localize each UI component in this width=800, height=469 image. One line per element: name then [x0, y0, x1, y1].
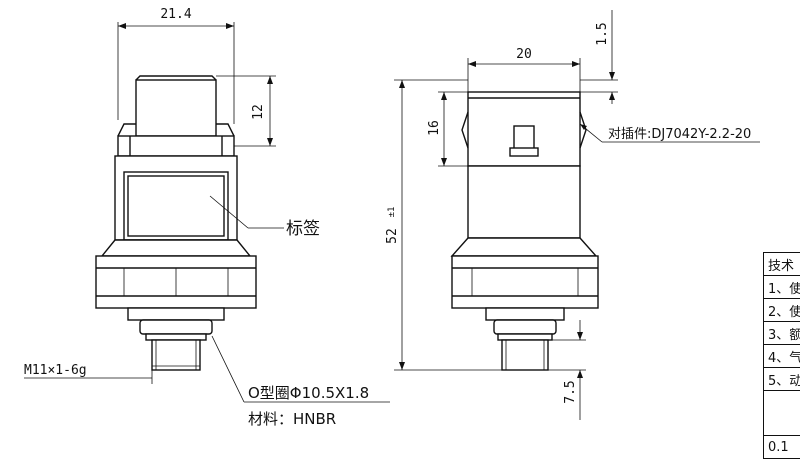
dim-overall-tolerance: ±1 [387, 207, 397, 218]
right-body [467, 165, 581, 239]
left-taper [100, 239, 252, 257]
dim-height-connector-left: 12 [251, 104, 266, 120]
thread-spec-label: M11×1-6g [24, 363, 87, 378]
spec-row: 3、额 [762, 321, 800, 345]
left-view [24, 22, 390, 403]
label-frame-inner [127, 175, 225, 237]
right-thread [501, 339, 549, 371]
right-connector-key [513, 125, 535, 151]
spec-row: 1、使 [762, 275, 800, 299]
label-tag-text: 标签 [286, 219, 320, 239]
material-label: 材料：HNBR [248, 410, 336, 428]
mating-connector-label: 对插件:DJ7042Y-2.2-20 [608, 127, 751, 142]
left-connector-latch [117, 123, 235, 137]
right-hex-nut [451, 255, 599, 309]
dim-offset-top-right: 1.5 [595, 22, 610, 45]
right-view [394, 10, 760, 420]
dim-thread-length: 7.5 [563, 380, 578, 403]
left-oring [139, 319, 213, 335]
left-connector-collar [117, 135, 235, 157]
dim-width-right: 20 [516, 47, 532, 62]
oring-spec-label: O型圈Φ10.5X1.8 [248, 384, 369, 402]
left-connector-cap [135, 75, 217, 81]
left-body [114, 155, 238, 241]
spec-row: 0.1 [762, 435, 800, 459]
tech-spec-table: 技术 1、使 2、使 3、额 4、气 5、动 0.1 [762, 252, 800, 459]
left-thread [151, 339, 201, 371]
spec-table-header: 技术 [762, 252, 800, 276]
left-connector-housing [135, 79, 217, 137]
spec-row [762, 390, 800, 436]
dim-height-connector-right: 16 [427, 120, 442, 136]
spec-row: 2、使 [762, 298, 800, 322]
dim-width-top: 21.4 [160, 7, 191, 22]
dim-overall-length: 52 [385, 228, 400, 244]
spec-row: 4、气 [762, 344, 800, 368]
spec-row: 5、动 [762, 367, 800, 391]
